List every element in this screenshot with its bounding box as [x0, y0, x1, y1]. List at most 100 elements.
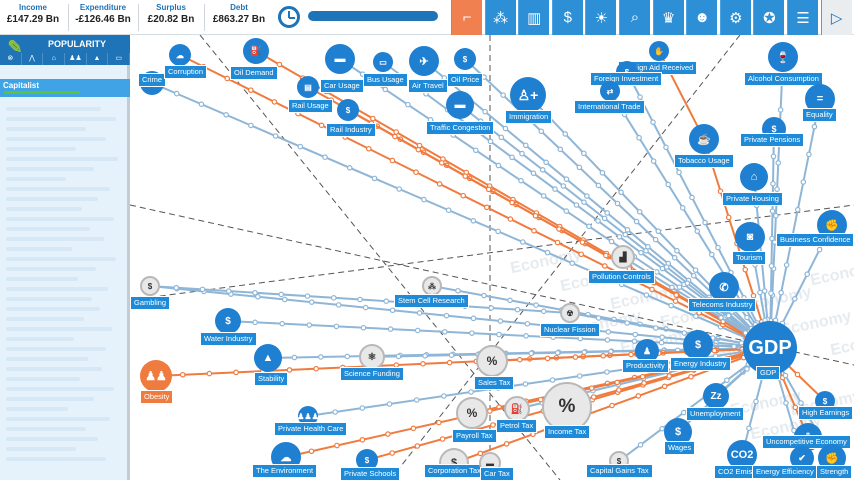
- gambling-label[interactable]: Gambling: [130, 296, 171, 310]
- gdp-icon[interactable]: GDP: [743, 321, 797, 375]
- private-schools-icon[interactable]: $: [356, 449, 378, 471]
- nuclear-fission-label[interactable]: Nuclear Fission: [540, 323, 600, 337]
- business-confidence-label[interactable]: Business Confidence: [776, 233, 854, 247]
- voter-group-tab[interactable]: ⋀: [22, 53, 44, 65]
- traffic-congestion-icon[interactable]: ▬: [446, 91, 474, 119]
- private-health-label[interactable]: Private Health Care: [274, 422, 348, 436]
- air-travel-icon[interactable]: ✈: [409, 46, 439, 76]
- water-industry-icon[interactable]: $: [215, 308, 241, 334]
- petrol-tax-label[interactable]: Petrol Tax: [496, 419, 538, 433]
- high-earnings-label[interactable]: High Earnings: [798, 406, 854, 420]
- income-tax-icon[interactable]: %: [542, 382, 592, 432]
- rail-industry-icon[interactable]: $: [337, 99, 359, 121]
- productivity-label[interactable]: Productivity: [622, 359, 669, 373]
- nuclear-fission-icon[interactable]: ☢: [560, 303, 580, 323]
- immigration-icon[interactable]: ♙+: [510, 77, 546, 113]
- private-housing-icon[interactable]: ⌂: [740, 163, 768, 191]
- traffic-congestion-label[interactable]: Traffic Congestion: [426, 121, 495, 135]
- energy-efficiency-label[interactable]: Energy Efficiency: [752, 465, 818, 479]
- energy-industry-label[interactable]: Energy Industry: [670, 357, 731, 371]
- telecoms-icon[interactable]: ✆: [709, 272, 739, 302]
- rail-industry-label[interactable]: Rail Industry: [326, 123, 376, 137]
- bus-usage-icon[interactable]: ▭: [373, 52, 393, 72]
- strength-label[interactable]: Strength: [816, 465, 853, 479]
- oil-demand-label[interactable]: Oil Demand: [230, 66, 278, 80]
- voter-group-tab[interactable]: ▭: [108, 53, 131, 65]
- bar-chart-button[interactable]: ▥: [518, 0, 550, 35]
- medal-button[interactable]: ✪: [753, 0, 785, 35]
- stability-label[interactable]: Stability: [254, 372, 289, 386]
- air-travel-label[interactable]: Air Travel: [408, 79, 448, 93]
- stem-cell-label[interactable]: Stem Cell Research: [394, 294, 469, 308]
- document-button[interactable]: ☰: [787, 0, 818, 35]
- international-trade-label[interactable]: International Trade: [574, 100, 645, 114]
- foreign-investment-label[interactable]: Foreign Investment: [590, 72, 663, 86]
- private-pensions-label[interactable]: Private Pensions: [740, 133, 805, 147]
- tobacco-label[interactable]: Tobacco Usage: [674, 154, 734, 168]
- international-trade-icon[interactable]: ⇄: [600, 81, 620, 101]
- oil-demand-icon[interactable]: ⛽: [243, 38, 269, 64]
- income-stat[interactable]: Income £147.29 Bn: [6, 3, 60, 25]
- people-button[interactable]: ☻: [686, 0, 718, 35]
- telecoms-label[interactable]: Telecoms Industry: [688, 298, 757, 312]
- car-usage-label[interactable]: Car Usage: [320, 79, 364, 93]
- pollution-controls-label[interactable]: Pollution Controls: [588, 270, 655, 284]
- oil-price-label[interactable]: Oil Price: [447, 73, 484, 87]
- stem-cell-icon[interactable]: ⁂: [422, 276, 442, 296]
- car-usage-icon[interactable]: ▬: [325, 44, 355, 74]
- voter-group-tab[interactable]: ▲: [87, 53, 109, 65]
- capital-gains-tax-label[interactable]: Capital Gains Tax: [586, 464, 653, 478]
- crime-label[interactable]: Crime: [138, 73, 166, 87]
- unemployment-label[interactable]: Unemployment: [686, 407, 745, 421]
- tobacco-icon[interactable]: ☕: [689, 124, 719, 154]
- payroll-tax-icon[interactable]: %: [456, 397, 488, 429]
- next-turn-button[interactable]: ▷: [820, 0, 852, 35]
- corruption-icon[interactable]: ☁: [169, 44, 191, 66]
- gambling-icon[interactable]: $: [140, 276, 160, 296]
- lightbulb-button[interactable]: ☀: [585, 0, 617, 35]
- alcohol-label[interactable]: Alcohol Consumption: [744, 72, 823, 86]
- private-health-icon[interactable]: ♟♟♟: [297, 406, 319, 426]
- pistol-button[interactable]: ⌐: [451, 0, 482, 35]
- wages-label[interactable]: Wages: [664, 441, 696, 455]
- rail-usage-label[interactable]: Rail Usage: [288, 99, 333, 113]
- bus-usage-label[interactable]: Bus Usage: [363, 73, 408, 87]
- stability-icon[interactable]: ▲: [254, 344, 282, 372]
- molecule-button[interactable]: ⁂: [484, 0, 516, 35]
- alcohol-icon[interactable]: 🍷: [768, 42, 798, 72]
- voter-group-tab[interactable]: ⊗: [0, 53, 22, 65]
- sales-tax-label[interactable]: Sales Tax: [474, 376, 515, 390]
- expenditure-stat[interactable]: Expenditure -£126.46 Bn: [74, 3, 132, 25]
- magnifier-button[interactable]: ⌕: [619, 0, 650, 35]
- dollar-button[interactable]: $: [551, 0, 583, 35]
- the-environment-label[interactable]: The Environment: [252, 464, 318, 478]
- petrol-tax-icon[interactable]: ⛽: [504, 396, 530, 422]
- obesity-label[interactable]: Obesity: [140, 390, 174, 404]
- voter-group-tab[interactable]: ⌂: [43, 53, 66, 65]
- tourism-label[interactable]: Tourism: [732, 251, 767, 265]
- immigration-label[interactable]: Immigration: [505, 110, 553, 124]
- science-funding-label[interactable]: Science Funding: [340, 367, 404, 381]
- unemployment-icon[interactable]: Zz: [703, 383, 729, 409]
- trophy-button[interactable]: ♛: [652, 0, 684, 35]
- foreign-aid-icon[interactable]: ✋: [649, 41, 669, 61]
- voter-group-row[interactable]: Capitalist: [0, 79, 130, 97]
- surplus-stat[interactable]: Surplus £20.82 Bn: [144, 3, 198, 25]
- corruption-label[interactable]: Corruption: [164, 65, 208, 79]
- pollution-controls-icon[interactable]: ▟: [611, 245, 635, 269]
- private-housing-label[interactable]: Private Housing: [722, 192, 783, 206]
- gear-button[interactable]: ⚙: [719, 0, 751, 35]
- debt-stat[interactable]: Debt £863.27 Bn: [210, 3, 268, 25]
- payroll-tax-label[interactable]: Payroll Tax: [452, 429, 497, 443]
- equality-label[interactable]: Equality: [802, 108, 837, 122]
- tourism-icon[interactable]: ◙: [735, 222, 765, 252]
- clock-icon[interactable]: [278, 6, 300, 28]
- water-industry-label[interactable]: Water Industry: [200, 332, 257, 346]
- car-tax-label[interactable]: Car Tax: [480, 467, 514, 480]
- rail-usage-icon[interactable]: ▤: [297, 76, 319, 98]
- obesity-icon[interactable]: ♟♟: [140, 360, 172, 392]
- oil-price-icon[interactable]: $: [454, 48, 476, 70]
- income-tax-label[interactable]: Income Tax: [544, 425, 591, 439]
- corporation-tax-label[interactable]: Corporation Tax: [424, 464, 485, 478]
- sales-tax-icon[interactable]: %: [476, 345, 508, 377]
